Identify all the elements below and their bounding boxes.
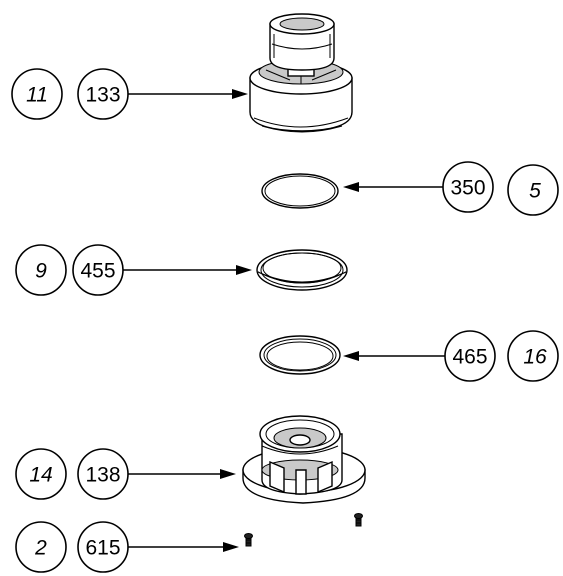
callout-138: 14 138 xyxy=(15,448,236,500)
screw-part-mounted xyxy=(354,513,363,527)
thin-ring-part xyxy=(261,173,339,209)
callout-615: 2 615 xyxy=(15,521,239,573)
screw-part xyxy=(244,533,253,547)
callout-qty: 9 xyxy=(35,260,47,283)
callout-part-number: 615 xyxy=(85,537,120,560)
seal-ring-part xyxy=(259,335,341,375)
callout-465: 465 16 xyxy=(343,330,559,382)
callout-350: 350 5 xyxy=(343,161,559,216)
base-part xyxy=(242,415,366,504)
arrow-icon xyxy=(220,469,236,479)
arrow-icon xyxy=(236,265,252,275)
callout-qty: 2 xyxy=(34,537,47,560)
arrow-icon xyxy=(232,89,248,99)
callout-part-number: 455 xyxy=(80,260,115,283)
callout-133: 11 133 xyxy=(11,68,248,120)
arrow-icon xyxy=(343,351,359,361)
callout-part-number: 350 xyxy=(450,177,485,200)
callout-455: 9 455 xyxy=(15,244,252,296)
callout-qty: 11 xyxy=(26,84,48,107)
callout-part-number: 133 xyxy=(85,84,120,107)
arrow-icon xyxy=(343,182,359,192)
callout-qty: 16 xyxy=(523,346,547,369)
thick-ring-part xyxy=(256,249,348,291)
callout-part-number: 465 xyxy=(452,346,487,369)
arrow-icon xyxy=(223,542,239,552)
callout-qty: 14 xyxy=(29,464,52,487)
callout-qty: 5 xyxy=(529,180,541,203)
callout-part-number: 138 xyxy=(85,464,120,487)
housing-part xyxy=(249,13,353,133)
